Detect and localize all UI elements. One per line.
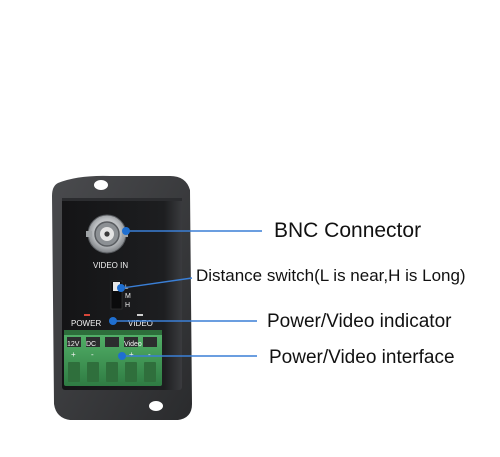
callout-dot-switch (117, 284, 125, 292)
callout-dot-interface (118, 352, 126, 360)
callout-dot-bnc (122, 227, 130, 235)
switch-mark-h: H (125, 302, 130, 309)
mount-hole-top (94, 180, 108, 190)
callout-dots (109, 227, 130, 360)
video-in-label: VIDEO IN (93, 261, 128, 270)
terminal-screws (67, 337, 157, 347)
callout-distance-switch: Distance switch(L is near,H is Long) (196, 266, 466, 285)
switch-mark-l: L (125, 285, 129, 291)
power-led (84, 314, 90, 316)
terminal-label-12v: 12V (67, 341, 80, 348)
terminal-label-video: Video (124, 341, 142, 348)
callout-line-switch (121, 277, 193, 289)
polarity-mark: + (129, 350, 134, 359)
video-led (137, 314, 143, 316)
indicator-leds (84, 314, 143, 316)
polarity-mark: - (91, 350, 94, 359)
callout-power-video-indicator: Power/Video indicator (267, 311, 452, 332)
polarity-mark: - (148, 350, 151, 359)
terminal-block: 12V DC Video + - + - (64, 330, 162, 386)
mount-hole-bottom (149, 401, 163, 411)
switch-mark-m: M (125, 293, 131, 300)
callout-power-video-interface: Power/Video interface (269, 347, 455, 368)
terminal-label-dc: DC (86, 341, 96, 348)
polarity-mark: + (71, 350, 76, 359)
distance-switch: L M H (110, 280, 131, 310)
video-label: VIDEO (128, 319, 153, 328)
callout-bnc-connector: BNC Connector (274, 219, 422, 242)
bnc-connector-icon (86, 214, 128, 254)
callout-dot-indicator (109, 317, 117, 325)
callout-lines (113, 230, 262, 357)
terminal-slots (68, 362, 156, 382)
power-label: POWER (71, 319, 101, 328)
